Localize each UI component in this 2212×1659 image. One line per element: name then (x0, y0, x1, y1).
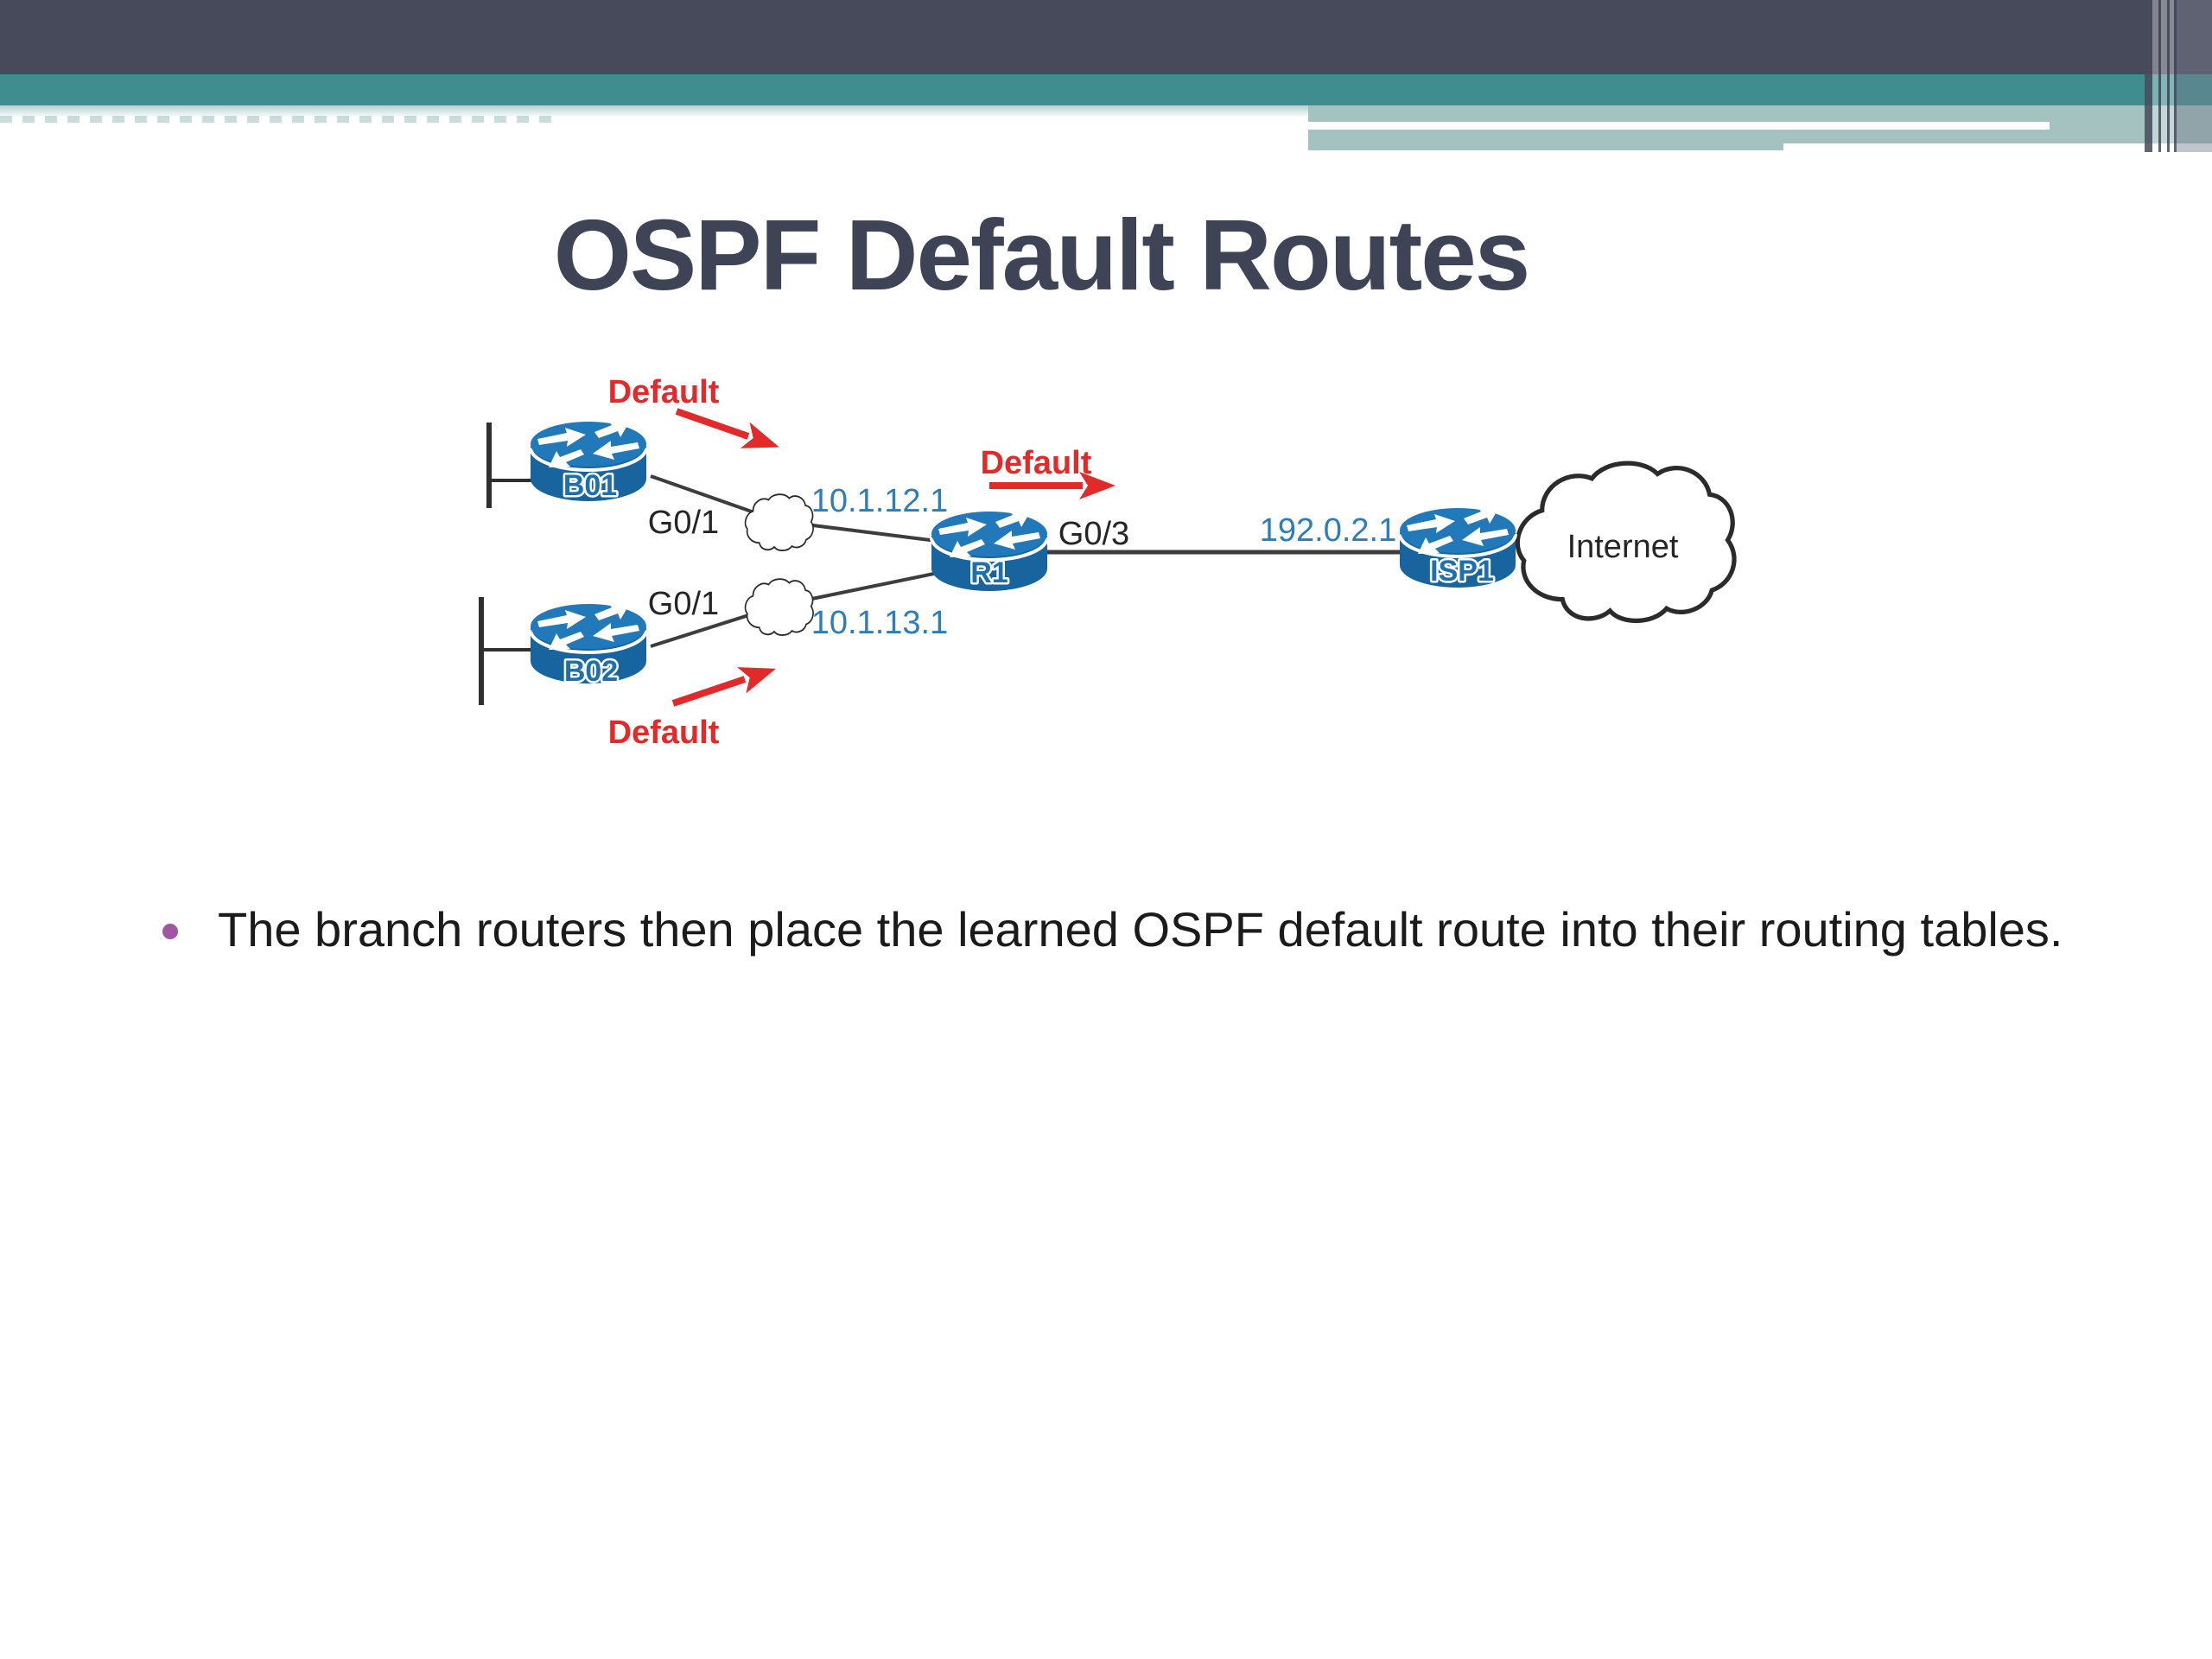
page-title: OSPF Default Routes (553, 199, 1531, 311)
default-arrow-b02 (671, 667, 777, 707)
label-ip-isp: 192.0.2.1 (1260, 512, 1396, 549)
bullet-dot-icon (162, 924, 178, 939)
header-white-stripe (1308, 122, 2050, 130)
lan-segment-b01 (486, 423, 532, 508)
router-r1-label: R1 (970, 556, 1007, 589)
header-white-step (1783, 143, 2212, 150)
title-area: OSPF Default Routes (0, 197, 2082, 313)
wan-cloud-2 (744, 578, 814, 637)
router-b02-label: B02 (564, 655, 618, 688)
bullet-text: The branch routers then place the learne… (218, 902, 2063, 957)
header-dots-decoration (0, 116, 553, 123)
header-teal-bar (0, 74, 2212, 105)
label-ip-wan1: 10.1.12.1 (811, 483, 948, 519)
label-default-r1: Default (981, 445, 1092, 481)
label-g01-b02: G0/1 (648, 586, 719, 622)
label-g01-b01: G0/1 (648, 505, 719, 541)
wan-cloud-1 (744, 493, 814, 552)
label-default-b02: Default (608, 715, 720, 751)
corner-stripes-decoration (2145, 0, 2212, 152)
label-g03-r1: G0/3 (1058, 516, 1129, 552)
header-right-block (1308, 105, 2212, 150)
header-navy-bar (0, 0, 2212, 74)
label-default-b01: Default (608, 374, 720, 410)
default-arrow-b01 (675, 408, 779, 448)
router-b01-label: B01 (563, 469, 617, 502)
bullet-item: The branch routers then place the learne… (156, 895, 2143, 963)
router-isp1-label: ISP1 (1430, 555, 1494, 588)
network-diagram: Internet B01 B02 R1 ISP1 G0/1 G0/1 G0/3 … (479, 374, 1780, 751)
internet-label: Internet (1567, 529, 1679, 565)
label-ip-wan2: 10.1.13.1 (811, 605, 948, 641)
lan-segment-b02 (479, 597, 532, 705)
